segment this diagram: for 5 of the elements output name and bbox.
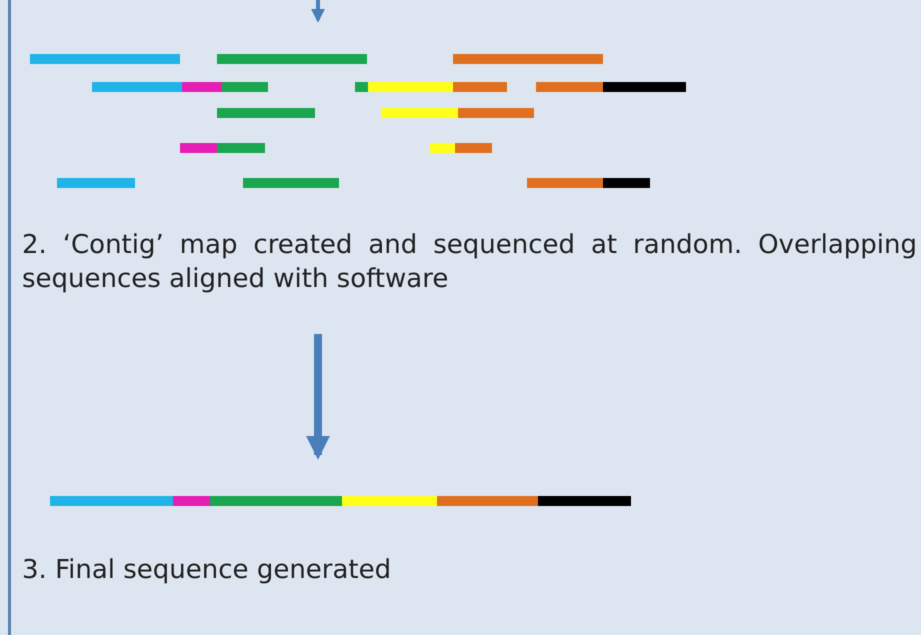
final-sequence-bar — [50, 495, 631, 507]
arrow — [311, 0, 325, 23]
step-text: 3. Final sequence generated — [22, 555, 392, 585]
step-text: 2. ‘Contig’ map created and sequenced at random. Overlapping sequences aligned with software — [22, 228, 917, 300]
arrow — [306, 334, 330, 460]
